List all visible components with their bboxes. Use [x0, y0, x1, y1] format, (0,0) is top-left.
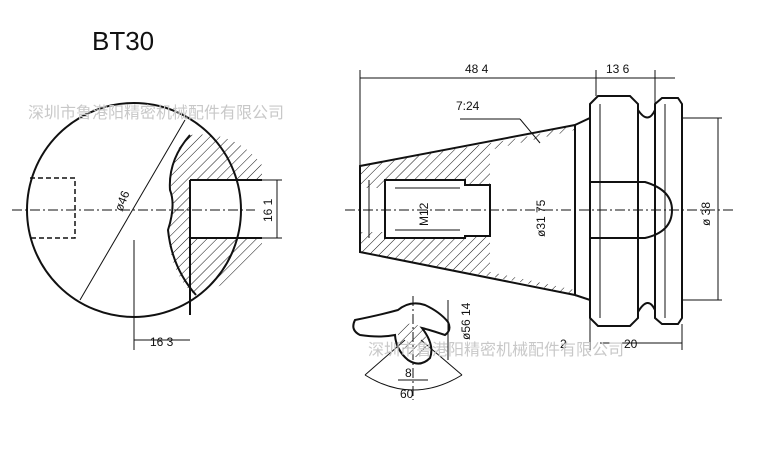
dim-48-4: 48 4	[465, 62, 489, 76]
retention-knob-detail	[352, 296, 463, 400]
taper-ratio: 7:24	[456, 99, 480, 113]
flange-body	[574, 116, 591, 302]
end-view-diagonal-centerline	[79, 119, 186, 301]
watermark-bottom: 深圳市鲁港阳精密机械配件有限公司	[368, 340, 624, 359]
dim-20: 20	[624, 337, 638, 351]
knob-arc-leader-left	[364, 339, 406, 376]
thread-lines	[395, 187, 460, 231]
flange-disc	[589, 95, 639, 327]
taper-leader-slope	[519, 118, 541, 144]
knob-hatch	[398, 323, 427, 358]
knob-arc-leader-right	[420, 339, 463, 376]
end-view-hatched-section	[168, 134, 262, 295]
drawing-title: BT30	[92, 26, 154, 56]
dim-dia-31-75: ø31 75	[534, 199, 548, 237]
watermark-top: 深圳市鲁港阳精密机械配件有限公司	[28, 103, 284, 122]
inner-bore	[384, 179, 491, 239]
taper-hatch-top	[360, 125, 575, 188]
dim-dia-56-14: ø56 14	[459, 302, 473, 340]
flange-groove	[637, 109, 656, 313]
taper-hatch-bottom	[360, 232, 575, 295]
end-view-slot-left-hidden	[30, 177, 76, 239]
dim-60: 60	[400, 387, 414, 401]
end-view-cut-profile	[166, 134, 197, 296]
end-view	[12, 102, 282, 350]
knob-60-arc	[364, 374, 463, 391]
side-view	[345, 70, 735, 350]
dim-2: 2	[560, 337, 567, 351]
end-view-slot-right	[189, 179, 262, 315]
thread-label: M12	[417, 202, 431, 226]
dim-13-6: 13 6	[606, 62, 630, 76]
dim-dia-38: ø 38	[699, 202, 713, 226]
flange-front	[654, 97, 683, 325]
dim-16-1: 16 1	[261, 198, 275, 222]
dim-8: 8	[405, 366, 412, 380]
dim-16-3: 16 3	[150, 335, 174, 349]
dim-dia-46: ø46	[112, 188, 133, 213]
